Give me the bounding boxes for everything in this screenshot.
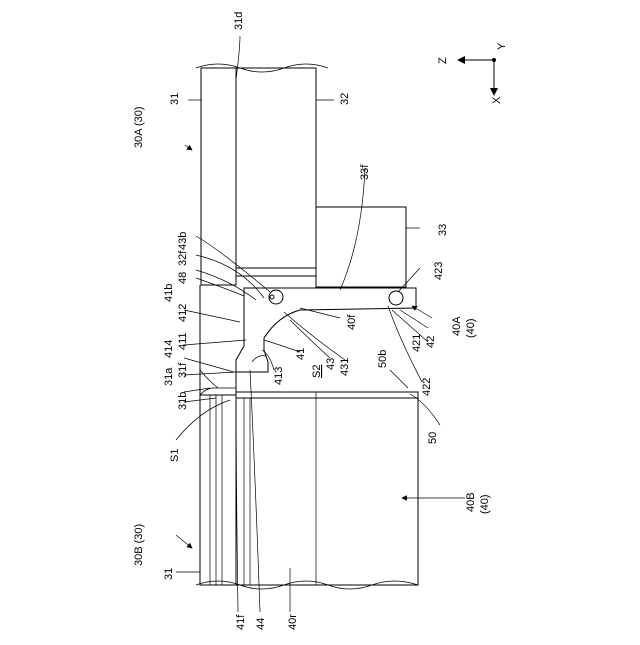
label-33f: 33f [359, 164, 371, 180]
axis-z-label: Z [437, 57, 449, 64]
label-43: 43 [325, 358, 337, 370]
label-31-bottom: 31 [163, 568, 175, 580]
label-S2: S2 [311, 365, 323, 378]
label-422: 422 [421, 378, 433, 396]
axis-y-label: Y [496, 42, 508, 50]
label-41b: 41b [163, 284, 175, 302]
label-43b: 43b [177, 232, 189, 250]
label-50: 50 [427, 432, 439, 444]
label-412: 412 [177, 304, 189, 322]
label-40r: 40r [287, 614, 299, 630]
seal-40B [196, 392, 418, 589]
member-31-lower [200, 388, 236, 585]
label-431: 431 [339, 358, 351, 376]
label-50b: 50b [377, 350, 389, 368]
label-421: 421 [411, 334, 423, 352]
label-31a: 31a [163, 367, 175, 386]
member-31-upper [196, 64, 328, 285]
label-31f: 31f [177, 362, 189, 378]
label-31-top: 31 [169, 93, 181, 105]
label-31d: 31d [233, 12, 245, 30]
label-41f: 41f [235, 614, 247, 630]
label-414: 414 [163, 340, 175, 358]
label-40A-2: (40) [465, 318, 477, 338]
label-31b: 31b [177, 392, 189, 410]
label-40f: 40f [346, 314, 358, 330]
label-30A: 30A (30) [133, 106, 145, 148]
axis-x-label: X [491, 96, 503, 104]
leader-lines [176, 36, 465, 612]
label-40A-1: 40A [451, 316, 463, 336]
label-41: 41 [295, 348, 307, 360]
label-48: 48 [177, 272, 189, 284]
label-33: 33 [437, 224, 449, 236]
label-32f: 32f [177, 250, 189, 266]
label-40B-1: 40B [465, 492, 477, 512]
label-44: 44 [255, 618, 267, 630]
label-30B: 30B (30) [133, 524, 145, 566]
label-S1: S1 [169, 449, 181, 462]
labels: 31d 31 32 30A (30) 33f 33 43b 32f 48 41b… [133, 12, 491, 630]
label-423: 423 [433, 262, 445, 280]
member-33 [316, 207, 406, 287]
label-42: 42 [425, 336, 437, 348]
label-413: 413 [273, 367, 285, 385]
label-32: 32 [339, 93, 351, 105]
axis-indicator [458, 58, 496, 95]
label-411: 411 [177, 332, 189, 350]
member-32 [236, 68, 316, 276]
label-40B-2: (40) [479, 494, 491, 514]
